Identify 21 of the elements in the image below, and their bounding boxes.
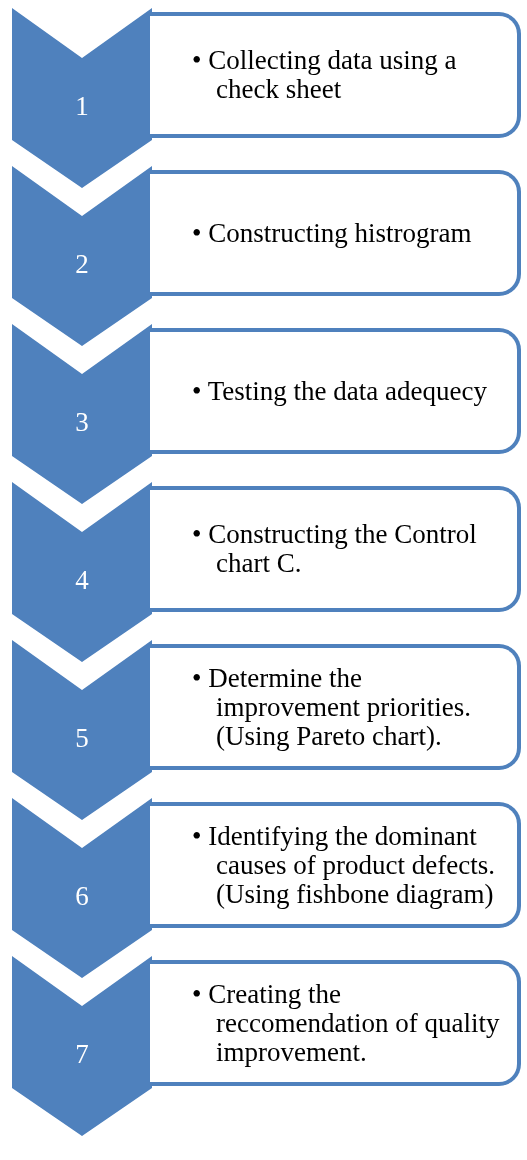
step-text: • Determine the improvement priorities.(Using Pareto chart). (192, 663, 472, 751)
step-box (150, 486, 521, 612)
step-text: • Testing the data adequecy (192, 376, 487, 406)
step-number: 2 (74, 248, 90, 280)
step-number: 5 (74, 722, 90, 754)
step-number: 4 (74, 564, 90, 596)
step-text: • Identifying the dominant causes of product defects.(Using fishbone diagram) (192, 821, 496, 909)
step-text: • Creating the reccomendation of quality improvement. (192, 979, 501, 1067)
step-number: 7 (74, 1038, 90, 1070)
step-text: • Constructing the Control chart C. (192, 520, 478, 578)
step-number: 3 (74, 406, 90, 438)
step-box (150, 644, 521, 770)
step-number: 6 (74, 880, 90, 912)
step-text: • Constructing histrogram (192, 218, 472, 248)
step-text: • Collecting data using a check sheet (192, 46, 458, 104)
step-box (150, 802, 521, 928)
step-number: 1 (74, 90, 90, 122)
step-box (150, 328, 521, 454)
step-box (150, 12, 521, 138)
step-box (150, 960, 521, 1086)
step-box (150, 170, 521, 296)
